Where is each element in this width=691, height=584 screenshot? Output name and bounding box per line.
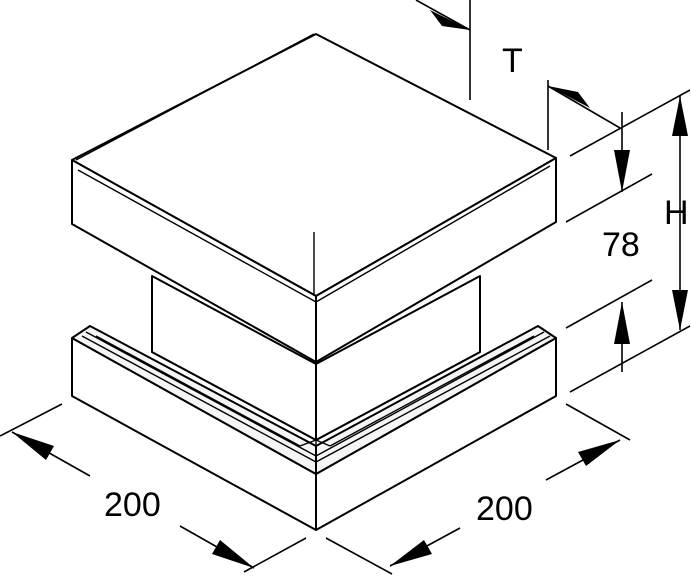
t-label: T <box>502 42 523 80</box>
lid-top-edge <box>75 33 315 161</box>
lid-part <box>71 33 557 363</box>
left-width-arrow-a <box>12 432 54 460</box>
base-groove-left <box>81 331 317 463</box>
dimension-200-right: 200 <box>325 403 631 575</box>
t-leader-bottom <box>547 85 621 129</box>
post-right-face <box>315 275 481 441</box>
t-arrow-left <box>430 10 470 30</box>
d78-arrow-bottom <box>614 302 630 344</box>
middle-post <box>151 275 481 441</box>
h-arrow-bottom <box>672 290 688 330</box>
left-width-label: 200 <box>104 486 161 524</box>
left-width-arrow-b <box>212 540 254 568</box>
d78-arrow-top <box>614 150 630 192</box>
left-width-extension-a <box>0 403 63 437</box>
h-bottom-extension <box>569 325 691 393</box>
lid-right-face <box>315 157 557 363</box>
right-width-extension-a <box>325 537 393 575</box>
right-width-extension-b <box>565 403 631 441</box>
dimension-h: H <box>569 89 691 393</box>
gap-value-label: 78 <box>602 226 640 264</box>
right-width-label: 200 <box>476 490 533 528</box>
t-arrow-right <box>548 86 590 108</box>
d78-top-extension <box>565 173 653 223</box>
lid-inner-edges <box>77 165 551 303</box>
h-arrow-top <box>672 96 688 136</box>
dimension-t: T <box>415 0 621 150</box>
right-width-arrow-b <box>578 440 620 466</box>
d78-bottom-extension <box>565 279 653 329</box>
left-width-extension-b <box>243 537 307 573</box>
dimension-78: 78 <box>565 112 653 372</box>
t-leader-top <box>415 0 471 31</box>
base-groove-right <box>315 331 551 463</box>
h-top-extension <box>569 89 691 157</box>
dimension-200-left: 200 <box>0 403 307 573</box>
h-label: H <box>664 194 689 232</box>
right-width-arrow-a <box>390 540 432 566</box>
